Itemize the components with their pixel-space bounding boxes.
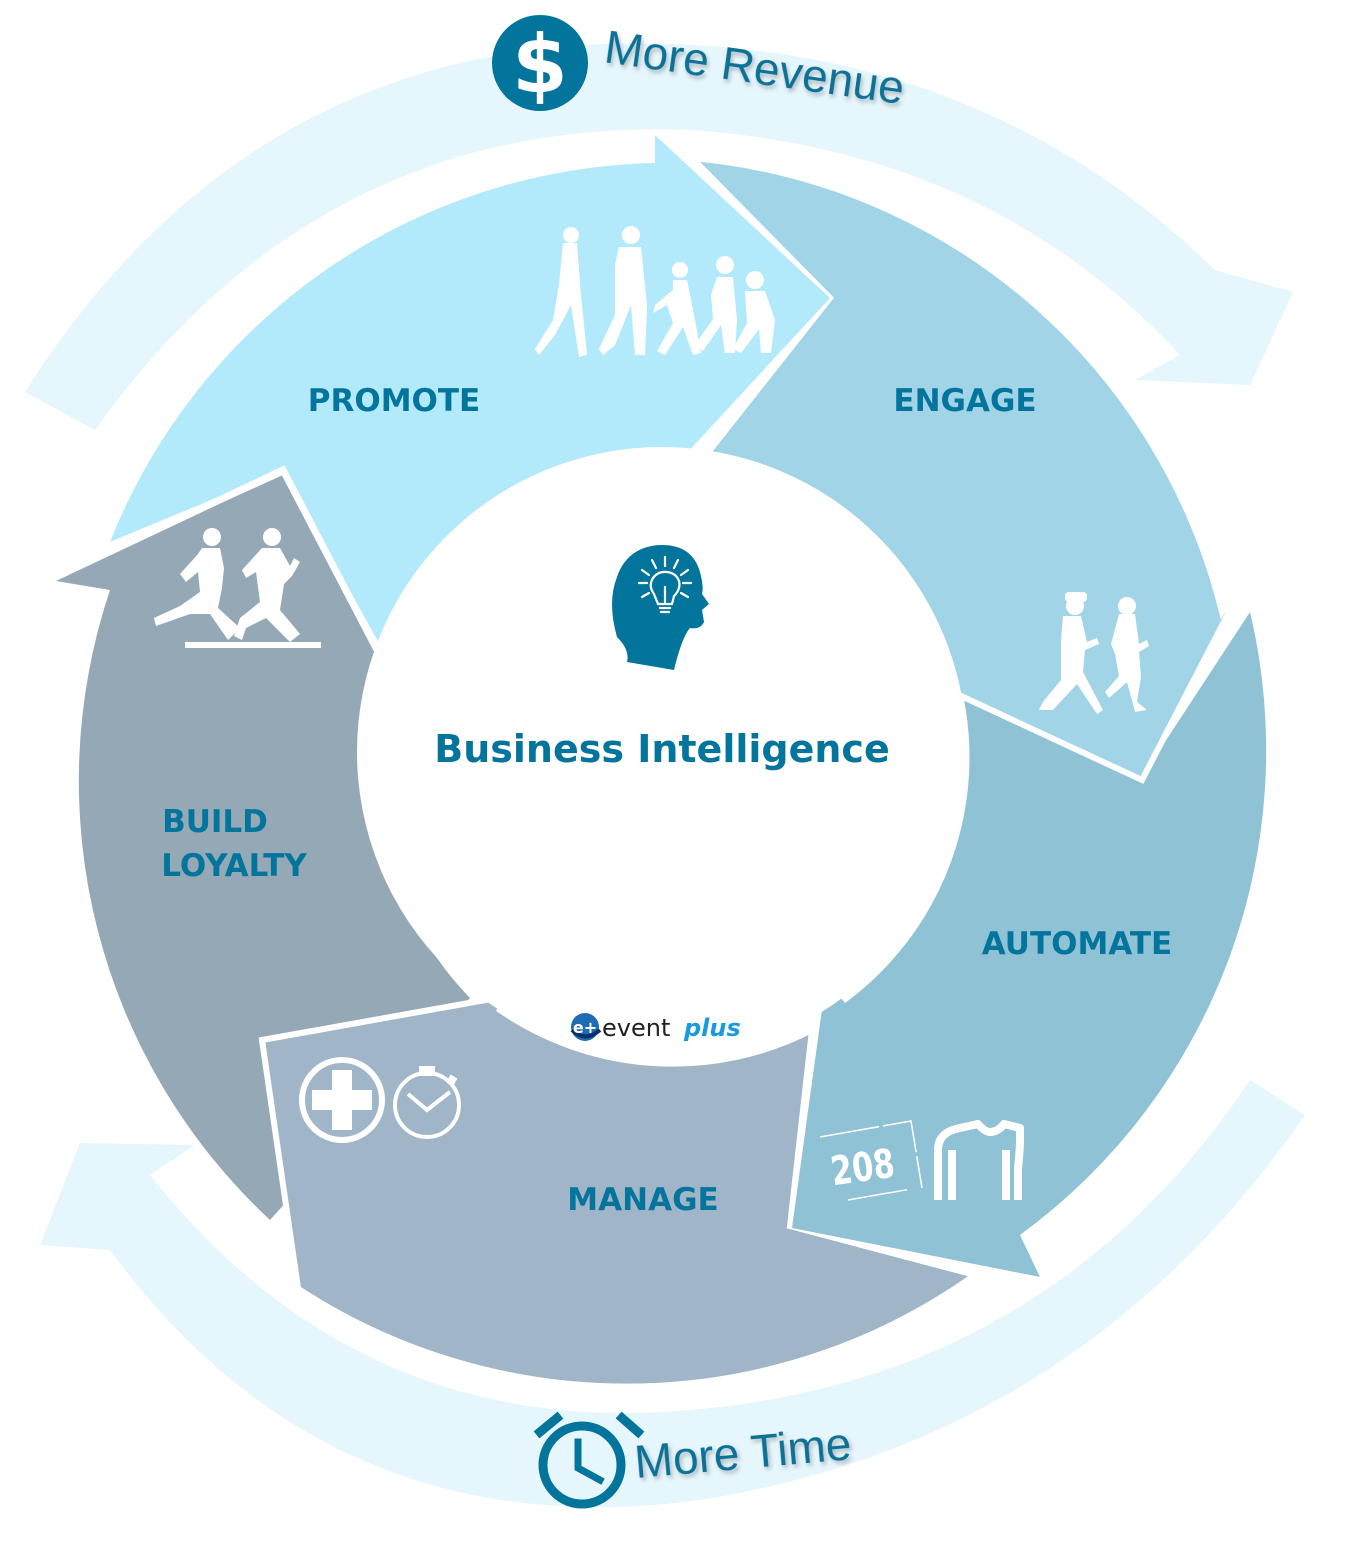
outer-arrow-top <box>25 43 1293 430</box>
svg-text:$: $ <box>512 18 568 111</box>
logo-event-text: event <box>602 1014 670 1042</box>
outer-arrow-bottom-shape <box>40 1080 1305 1508</box>
eventplus-logo: e+ event plus <box>570 1013 741 1042</box>
svg-text:e+: e+ <box>573 1018 597 1037</box>
segment-manage[interactable] <box>258 991 982 1390</box>
segment-automate[interactable] <box>792 612 1267 1277</box>
race-bib-shirt-icon: 208 <box>819 1120 1024 1201</box>
head-lightbulb-icon <box>612 544 709 670</box>
segment-promote-shape <box>110 135 830 645</box>
bib-number: 208 <box>828 1140 898 1195</box>
segment-promote[interactable] <box>110 135 830 645</box>
label-promote: PROMOTE <box>308 383 480 419</box>
label-build-line1: BUILD <box>162 804 268 840</box>
logo-plus-text: plus <box>683 1014 741 1042</box>
label-automate: AUTOMATE <box>982 926 1172 962</box>
center-title: Business Intelligence <box>434 727 889 771</box>
eventplus-logo-icon: e+ <box>570 1013 602 1041</box>
outer-arrow-bottom <box>40 1080 1305 1508</box>
couple-walking-phones-icon <box>1039 592 1149 714</box>
segment-automate-shape <box>792 612 1267 1277</box>
label-engage: ENGAGE <box>893 383 1036 419</box>
label-manage: MANAGE <box>567 1182 718 1218</box>
label-build-line2: LOYALTY <box>161 848 307 884</box>
outer-arrow-top-shape <box>25 43 1293 430</box>
segment-manage-shape <box>258 991 982 1390</box>
family-walking-icon <box>535 226 775 357</box>
center-circle <box>357 447 967 1057</box>
runners-icon <box>154 528 321 648</box>
alarm-clock-icon <box>533 1411 645 1509</box>
dollar-icon: $ <box>492 15 588 111</box>
medical-stopwatch-icon <box>299 1057 461 1143</box>
divider-build-loyalty <box>48 465 402 692</box>
